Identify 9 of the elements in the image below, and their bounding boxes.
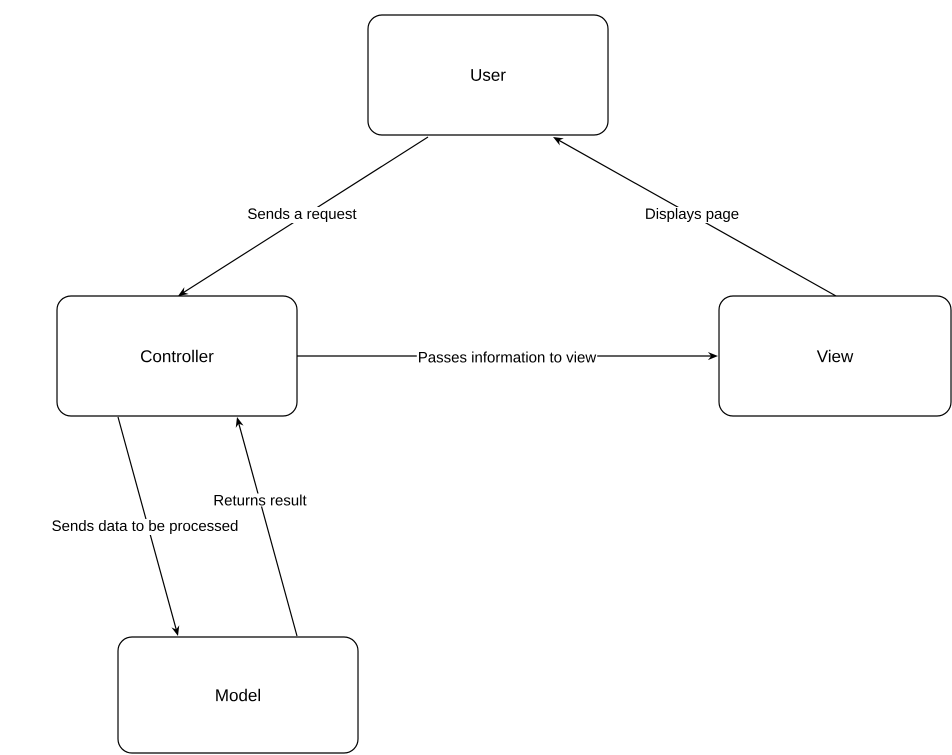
edge-label: Returns result: [212, 494, 308, 507]
process-box: User: [367, 14, 609, 136]
process-box: View: [718, 295, 952, 417]
edge-label: Passes information to view: [416, 350, 598, 364]
edge-label: Sends data to be processed: [50, 519, 240, 535]
process-box: Controller: [56, 295, 298, 417]
process-box: Model: [117, 636, 359, 754]
edge-label: Sends a request: [246, 207, 358, 223]
edge-label: Displays page: [644, 207, 740, 223]
